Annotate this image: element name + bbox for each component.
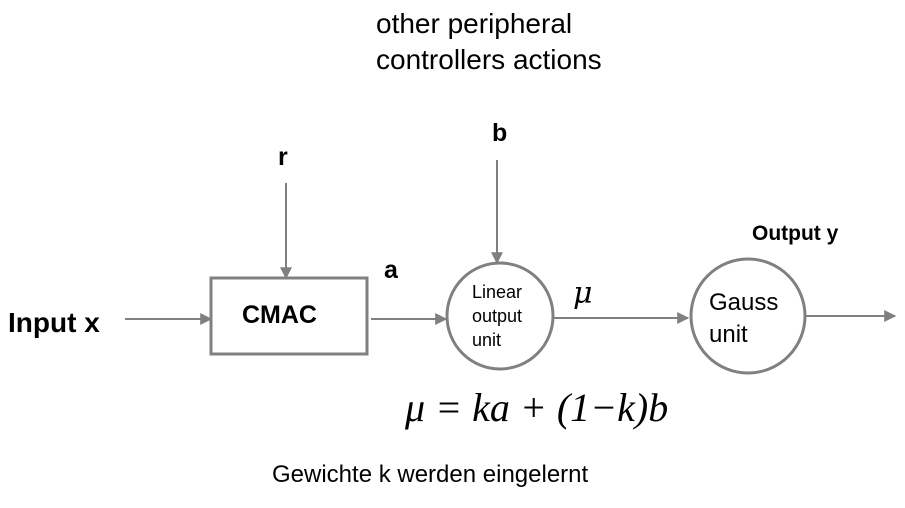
footer-caption: Gewichte k werden eingelernt [272,461,589,488]
cmac-box [209,276,369,356]
mu-label: μ [573,276,593,311]
r-label: r [278,143,288,171]
peripheral-line-1: other peripheral [376,8,573,39]
gauss-line-1: Gauss [709,289,779,316]
a-label: a [384,256,398,284]
cmac-label: CMAC [242,301,317,329]
linear-output-unit-circle [445,261,555,371]
b-label: b [492,119,508,147]
peripheral-line-2: controllers actions [376,44,602,75]
formula: μ = ka + (1−k)b [405,385,669,430]
input-x-label: Input x [8,307,100,338]
gauss-line-2: unit [709,321,748,348]
output-y-label: Output y [752,222,839,245]
gauss-unit-label: Gauss unit [709,287,778,351]
gauss-unit-circle [689,257,807,375]
peripheral-label: other peripheral controllers actions [376,6,602,78]
linear-output-unit-label: Linear output unit [472,280,522,352]
linear-line-3: unit [472,330,502,350]
linear-line-2: output [472,306,523,326]
linear-line-1: Linear [472,282,523,302]
